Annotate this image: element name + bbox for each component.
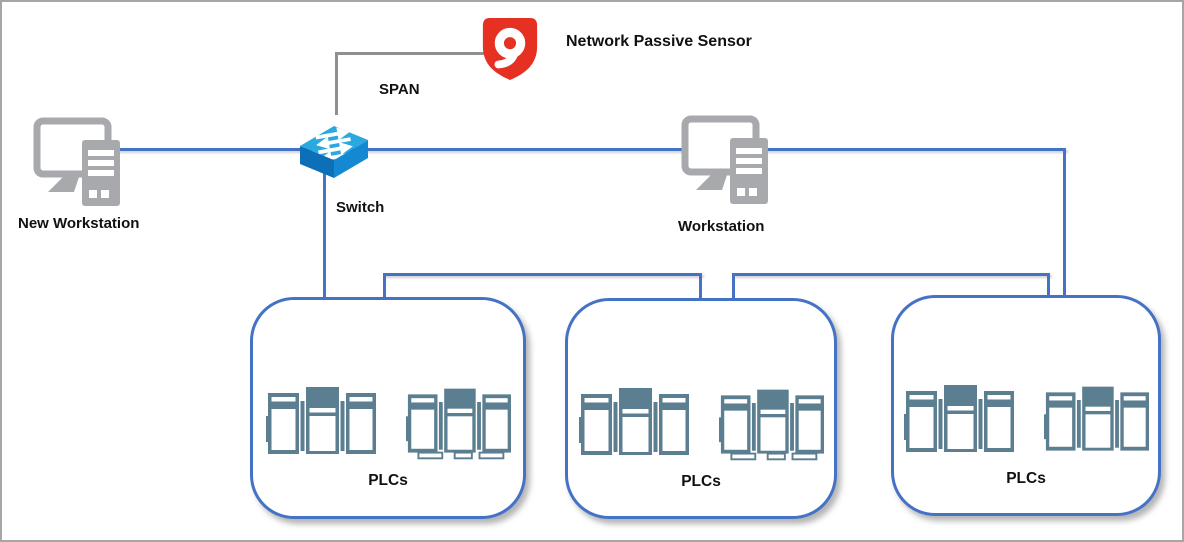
switch-to-plc1-link bbox=[323, 168, 326, 298]
main-link-horizontal bbox=[114, 148, 1066, 151]
plc-group-3: PLCs bbox=[891, 295, 1161, 516]
qualys-shield-icon bbox=[482, 17, 538, 80]
network-switch-icon bbox=[300, 126, 368, 178]
new-workstation-icon bbox=[33, 116, 120, 206]
plc-rack-icon bbox=[903, 385, 1014, 452]
plc2-bus-stub-right bbox=[732, 273, 735, 298]
span-wire-horizontal bbox=[335, 52, 485, 55]
plc-rack-icon bbox=[719, 385, 824, 463]
plc-row bbox=[265, 384, 511, 462]
plc-row bbox=[903, 382, 1149, 460]
plc1-bus-stub bbox=[383, 273, 386, 298]
plc-group-label: PLCs bbox=[368, 472, 408, 489]
plc-rack-icon bbox=[578, 388, 689, 455]
plc3-bus-stub bbox=[1047, 273, 1050, 298]
workstation-label: Workstation bbox=[678, 218, 765, 235]
plc2-bus-stub-left bbox=[699, 273, 702, 298]
span-label: SPAN bbox=[379, 81, 420, 98]
switch-label: Switch bbox=[336, 199, 385, 216]
span-wire-vertical bbox=[335, 52, 338, 115]
plc-group-label: PLCs bbox=[681, 473, 721, 490]
sensor-label: Network Passive Sensor bbox=[566, 33, 752, 50]
plc2-plc3-bus bbox=[732, 273, 1050, 276]
plc1-plc2-bus bbox=[383, 273, 702, 276]
plc-group-label: PLCs bbox=[1006, 470, 1046, 487]
plc-rack-icon bbox=[406, 384, 511, 462]
main-link-vertical-right bbox=[1063, 148, 1066, 298]
plc-group-2: PLCs bbox=[565, 298, 837, 519]
new-workstation-label: New Workstation bbox=[18, 215, 140, 232]
plc-rack-icon bbox=[265, 387, 376, 454]
plc-group-1: PLCs bbox=[250, 297, 526, 519]
workstation-icon bbox=[681, 114, 768, 204]
plc-row bbox=[578, 385, 824, 463]
plc-rack-icon bbox=[1043, 386, 1149, 451]
